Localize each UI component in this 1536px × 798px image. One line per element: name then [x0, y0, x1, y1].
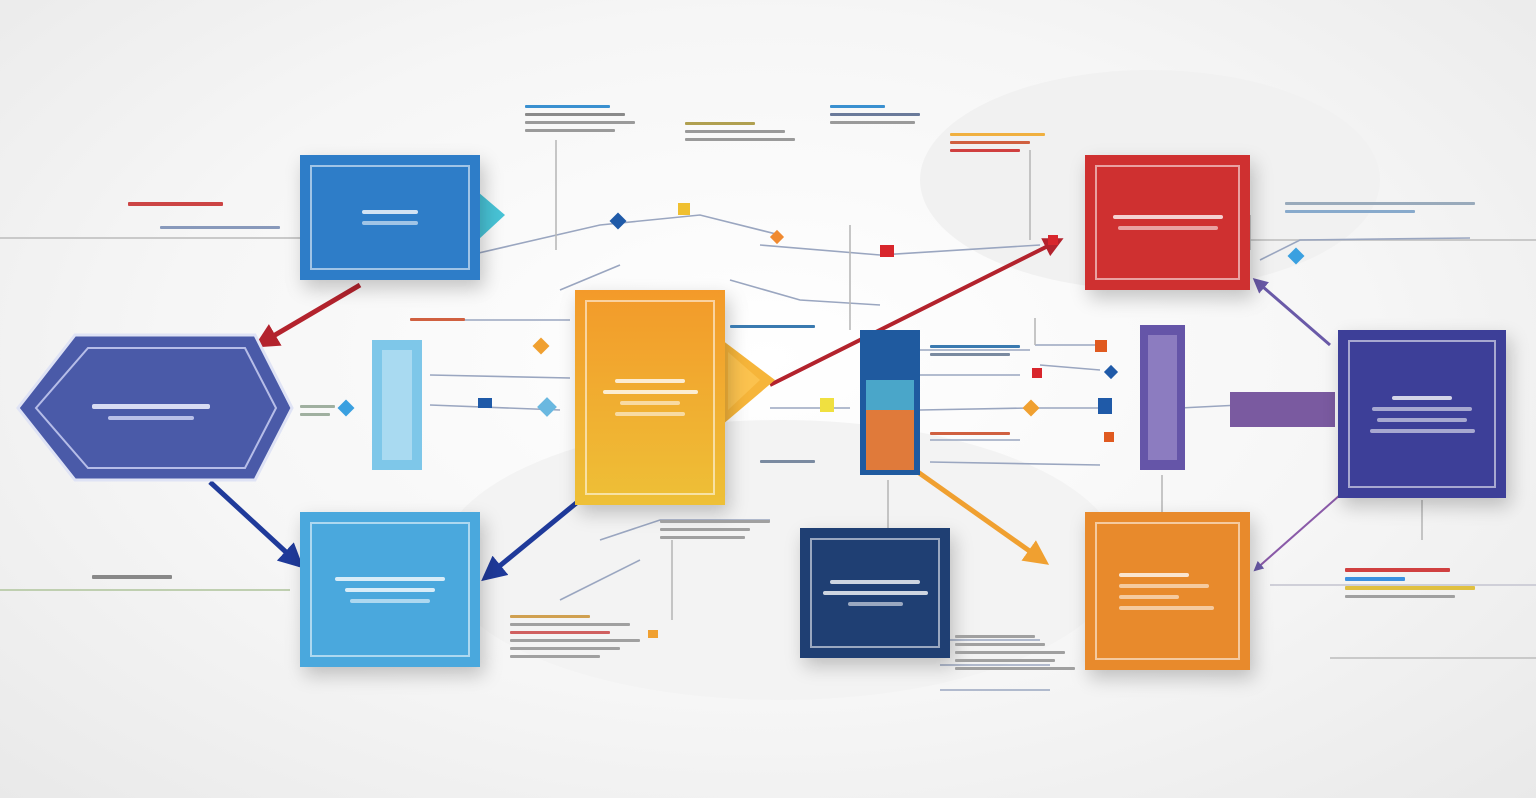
label-tag [950, 133, 1045, 152]
orange-node-textline [1119, 572, 1189, 577]
orange-node-textline [1119, 594, 1179, 599]
navy-node-textline [830, 580, 920, 584]
bottom-blue-node-frame [310, 522, 470, 657]
bottom-blue-node[interactable] [300, 512, 480, 667]
orange-yellow-node-frame [585, 300, 715, 495]
label-tag [685, 122, 795, 141]
label-tag [410, 318, 465, 321]
label-tag [660, 520, 770, 539]
red-node[interactable] [1085, 155, 1250, 290]
violet-node[interactable] [1338, 330, 1506, 498]
top-blue-node-textline [362, 221, 418, 225]
gradient-column [860, 330, 920, 475]
label-tag [930, 432, 1010, 435]
violet-node-textline [1392, 395, 1452, 400]
label-tag [300, 405, 335, 416]
orange-node[interactable] [1085, 512, 1250, 670]
orange-yellow-node[interactable] [575, 290, 725, 505]
red-node-textline [1117, 226, 1218, 230]
connector-orange-to-bottom-blue [481, 498, 582, 582]
connector-red-to-violet [1252, 278, 1331, 347]
hexagon-node[interactable] [16, 333, 294, 482]
label-tag [128, 202, 223, 206]
orange-yellow-node-textline [602, 390, 698, 394]
label-tag [730, 325, 815, 328]
label-tag [160, 226, 280, 229]
connector-mid-to-orange [913, 467, 1050, 565]
bottom-blue-node-textline [335, 576, 445, 581]
label-tag [830, 105, 920, 124]
top-blue-node-textline [362, 210, 418, 214]
orange-node-textline [1119, 583, 1209, 588]
hexagon-node-textline [92, 404, 210, 409]
orange-yellow-node-textline [615, 412, 685, 416]
orange-yellow-node-textline [615, 379, 685, 383]
bottom-blue-node-textline [345, 587, 435, 592]
label-tag [930, 345, 1020, 356]
connector-orange2-to-violet [1253, 494, 1341, 572]
hexagon-node-textline [108, 416, 194, 420]
label-tag [525, 105, 635, 132]
purple-column [1140, 325, 1185, 470]
label-tag [955, 635, 1075, 670]
connector-orange-to-red [769, 238, 1064, 387]
orange-yellow-node-textline [620, 401, 680, 405]
label-tag [510, 615, 640, 658]
top-blue-node[interactable] [300, 155, 480, 280]
orange-node-frame [1095, 522, 1240, 660]
red-node-textline [1112, 215, 1223, 219]
navy-node-textline [822, 591, 928, 595]
label-tag [760, 460, 815, 463]
violet-node-textline [1369, 428, 1475, 433]
red-node-frame [1095, 165, 1240, 280]
violet-node-frame [1348, 340, 1496, 488]
white-funnel-icon [728, 352, 760, 410]
label-tag [92, 575, 172, 579]
orange-node-textline [1119, 605, 1214, 610]
navy-node-textline [847, 602, 903, 606]
vertical-stems [555, 140, 1423, 620]
violet-node-textline [1377, 417, 1467, 422]
navy-node[interactable] [800, 528, 950, 658]
cyan-funnel-icon [478, 192, 505, 240]
label-tag [1345, 568, 1475, 598]
label-tag [1285, 202, 1475, 213]
light-blue-column [372, 340, 422, 470]
bottom-blue-node-textline [350, 598, 430, 603]
violet-node-textline [1372, 406, 1472, 411]
top-blue-node-frame [310, 165, 470, 270]
connector-hex-to-top-blue [253, 282, 362, 348]
purple-connector-block [1230, 392, 1335, 427]
navy-node-frame [810, 538, 940, 648]
connector-hex-to-bottom-blue [208, 480, 304, 569]
